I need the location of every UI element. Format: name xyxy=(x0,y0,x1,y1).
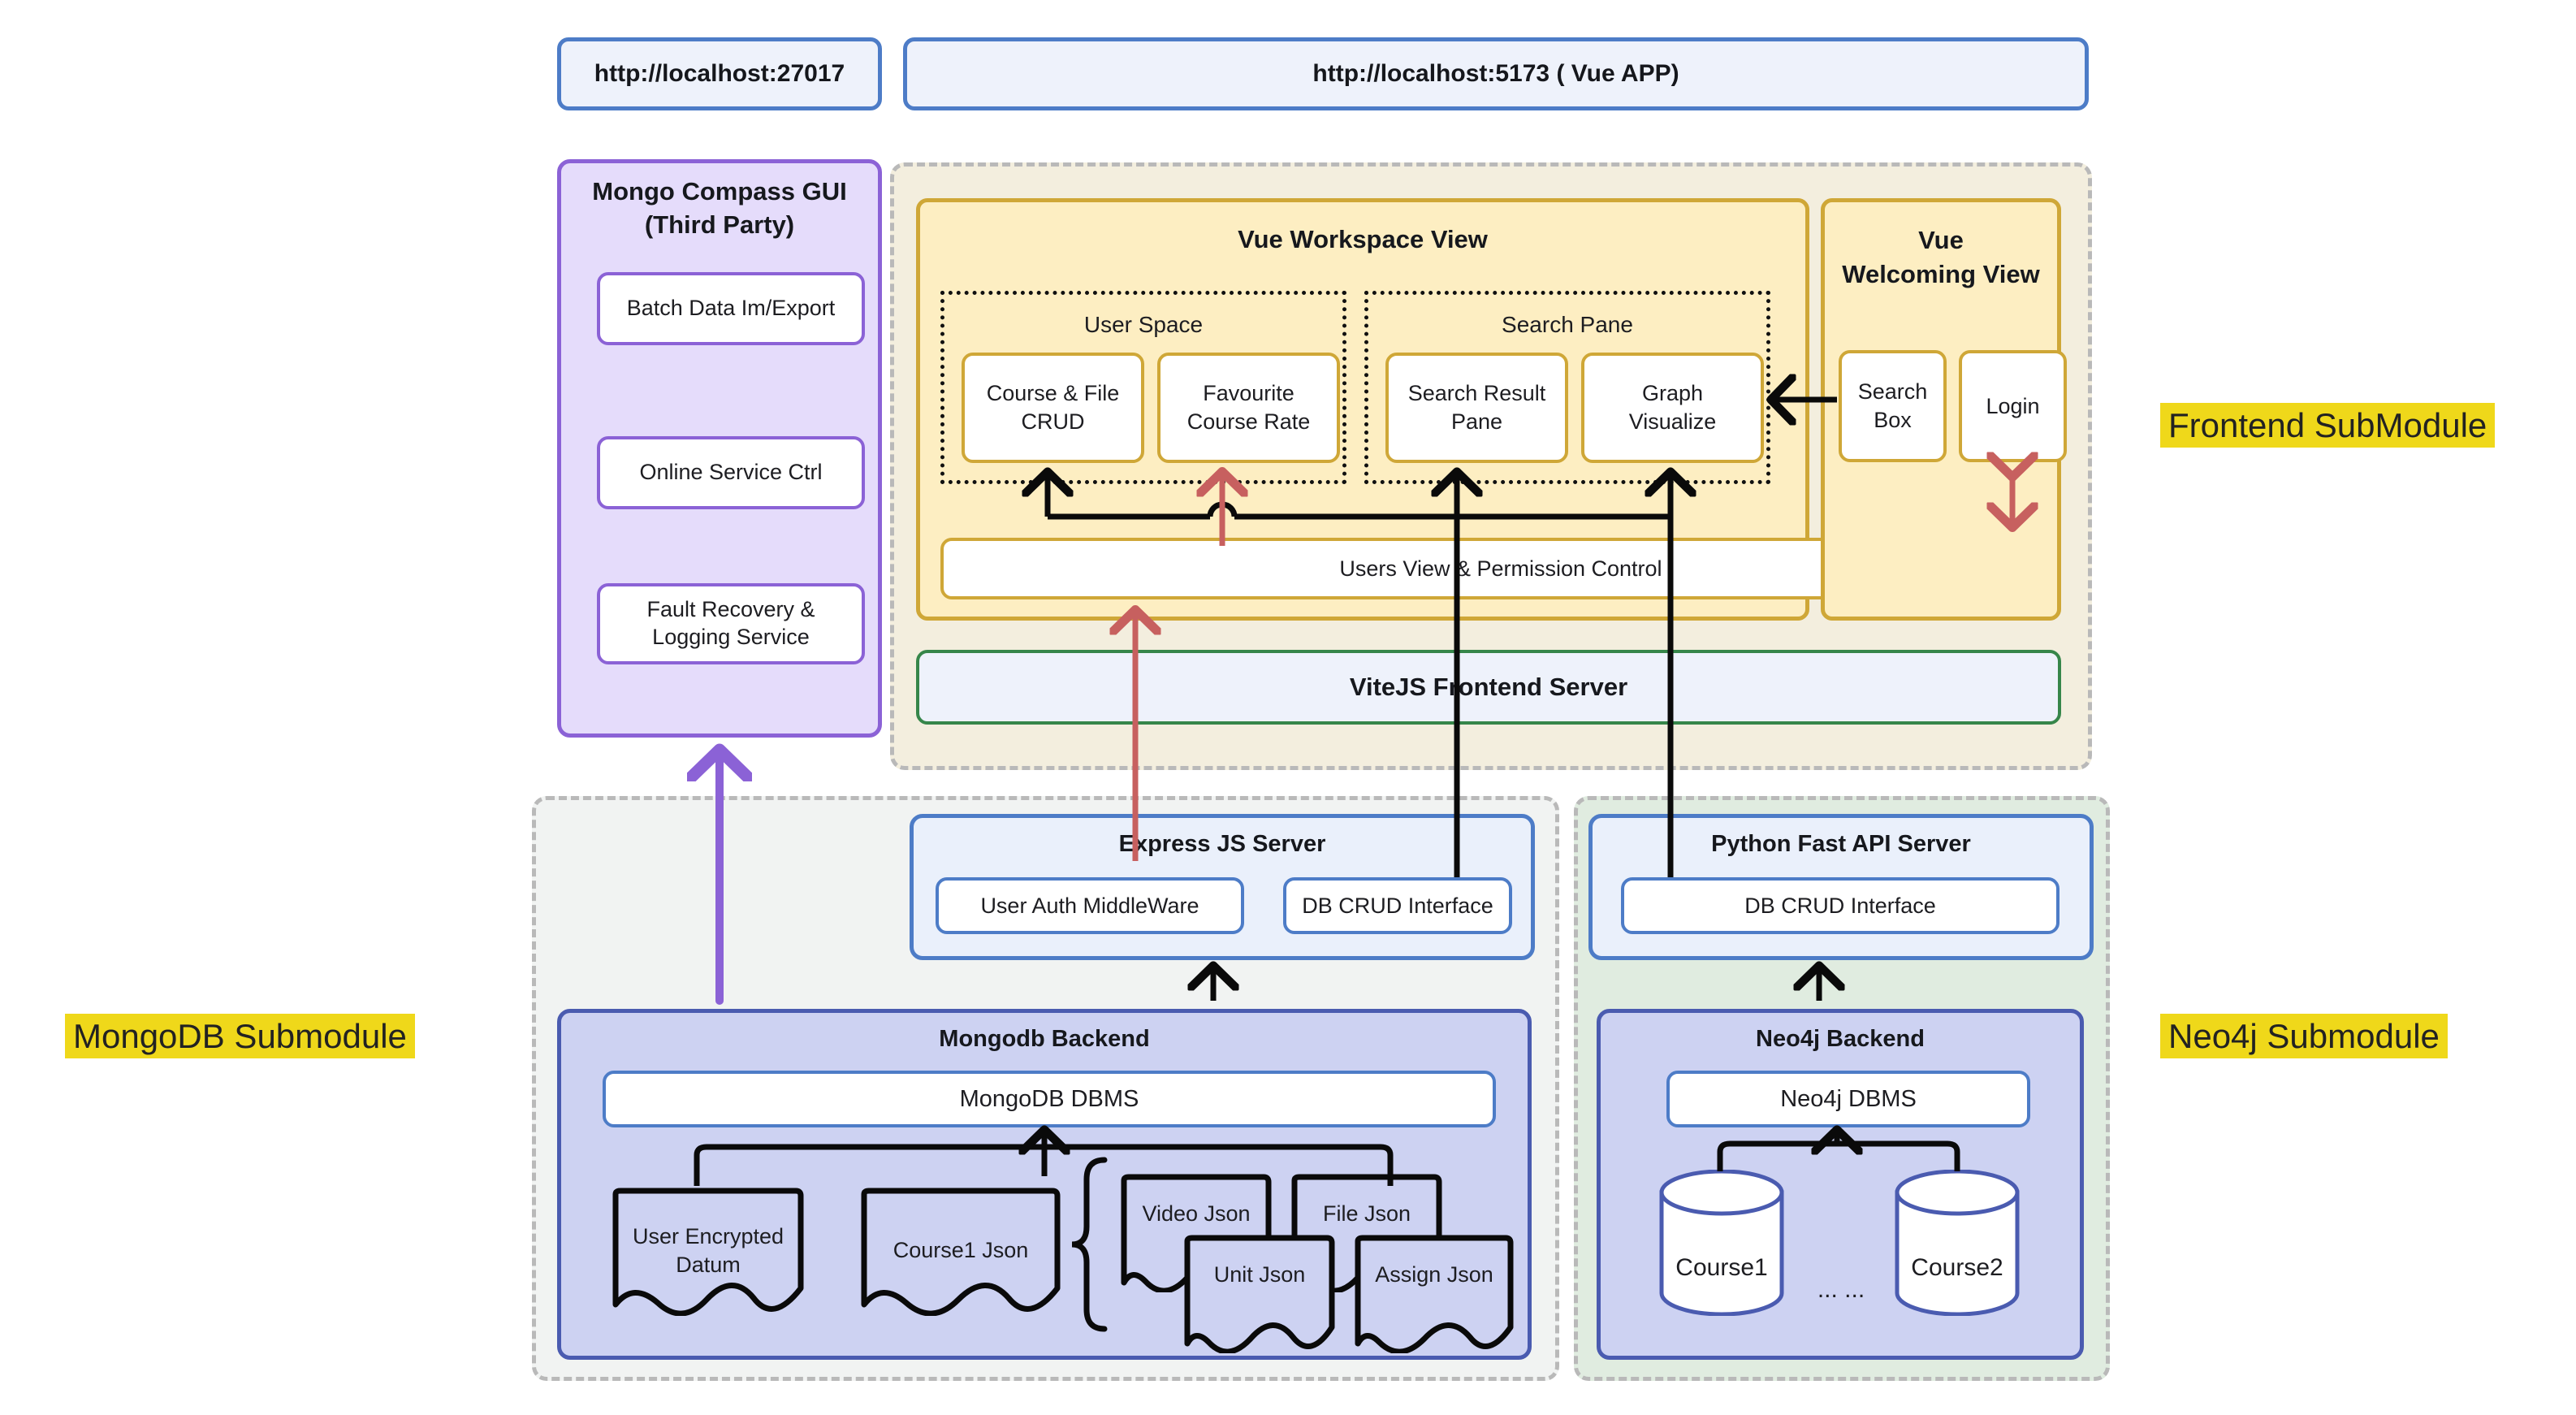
fastapi-card-db-crud-interface[interactable]: DB CRUD Interface xyxy=(1621,877,2060,934)
document-shape-icon xyxy=(1184,1235,1335,1353)
neo4j-backend-title-text: Neo4j Backend xyxy=(1756,1025,1925,1052)
workspace-title-text: Vue Workspace View xyxy=(1238,225,1488,253)
doc-label: Assign Json xyxy=(1375,1262,1493,1287)
doc-label: Video Json xyxy=(1142,1201,1251,1226)
cylinder-label: Course2 xyxy=(1911,1254,2003,1281)
compass-item-label: Online Service Ctrl xyxy=(639,460,823,485)
doc-label: File Json xyxy=(1322,1201,1411,1226)
fastapi-title-text: Python Fast API Server xyxy=(1711,830,1971,857)
card-search-box[interactable]: Search Box xyxy=(1839,350,1947,462)
vue-welcoming-view-title: Vue Welcoming View xyxy=(1821,221,2061,294)
compass-item-batch-data[interactable]: Batch Data Im/Export xyxy=(597,272,865,345)
card-label: Login xyxy=(1986,393,2040,418)
mongodb-backend-title-text: Mongodb Backend xyxy=(939,1025,1150,1052)
label-frontend-text: Frontend SubModule xyxy=(2160,403,2496,448)
doc-label: Course1 Json xyxy=(893,1238,1029,1263)
ellipsis-text: ... ... xyxy=(1817,1276,1865,1303)
vite-title-text: ViteJS Frontend Server xyxy=(1349,673,1628,701)
compass-item-label: Batch Data Im/Export xyxy=(626,296,836,321)
neo4j-dbms-label: Neo4j DBMS xyxy=(1780,1085,1917,1112)
search-pane-title-text: Search Pane xyxy=(1502,312,1633,337)
card-label: Search Result Pane xyxy=(1407,381,1546,434)
database-cylinder-icon xyxy=(1895,1170,2020,1316)
document-shape-icon xyxy=(612,1188,804,1316)
card-label: Search Box xyxy=(1857,379,1928,432)
card-login[interactable]: Login xyxy=(1959,350,2067,462)
card-label: Favourite Course Rate xyxy=(1186,381,1311,434)
vue-url-text: http://localhost:5173 ( Vue APP) xyxy=(1312,60,1679,87)
mongodb-dbms-label: MongoDB DBMS xyxy=(959,1085,1139,1112)
cylinder-course2: Course2 xyxy=(1894,1170,2021,1316)
user-space-title: User Space xyxy=(940,310,1346,340)
card-favourite-course-rate[interactable]: Favourite Course Rate xyxy=(1157,353,1340,463)
user-space-title-text: User Space xyxy=(1083,312,1204,337)
vue-workspace-view-title: Vue Workspace View xyxy=(916,223,1809,256)
permission-bar-label: Users View & Permission Control xyxy=(1339,556,1662,581)
compass-item-fault-recovery[interactable]: Fault Recovery & Logging Service xyxy=(597,583,865,664)
python-fastapi-server-title: Python Fast API Server xyxy=(1588,829,2094,859)
compass-title-line2: (Third Party) xyxy=(644,210,795,239)
doc-label: User Encrypted Datum xyxy=(632,1223,784,1277)
mongo-url-chip[interactable]: http://localhost:27017 xyxy=(557,37,882,110)
database-cylinder-icon xyxy=(1659,1170,1784,1316)
mongodb-backend-title: Mongodb Backend xyxy=(557,1023,1532,1054)
welcoming-title-line2: Welcoming View xyxy=(1842,260,2040,288)
cylinder-course1: Course1 xyxy=(1658,1170,1785,1316)
mongo-url-text: http://localhost:27017 xyxy=(594,60,845,87)
neo4j-backend-title: Neo4j Backend xyxy=(1597,1023,2084,1054)
compass-item-online-service[interactable]: Online Service Ctrl xyxy=(597,436,865,509)
express-title-text: Express JS Server xyxy=(1118,830,1326,857)
doc-course1-json: Course1 Json xyxy=(859,1186,1062,1316)
doc-assign-json: Assign Json xyxy=(1353,1233,1515,1353)
search-pane-title: Search Pane xyxy=(1364,310,1770,340)
card-graph-visualize[interactable]: Graph Visualize xyxy=(1581,353,1764,463)
card-label: Course & File CRUD xyxy=(986,381,1120,434)
doc-label: Unit Json xyxy=(1213,1262,1306,1287)
express-card-db-crud-interface[interactable]: DB CRUD Interface xyxy=(1283,877,1512,934)
doc-user-encrypted-datum: User Encrypted Datum xyxy=(611,1186,806,1316)
express-js-server-title: Express JS Server xyxy=(910,829,1535,859)
label-frontend-submodule: Frontend SubModule xyxy=(2160,403,2496,448)
user-space-group xyxy=(940,291,1346,484)
label-neo4j-text: Neo4j Submodule xyxy=(2160,1014,2448,1058)
express-card-user-auth-middleware[interactable]: User Auth MiddleWare xyxy=(936,877,1244,934)
label-mongodb-text: MongoDB Submodule xyxy=(65,1014,415,1058)
vue-url-chip[interactable]: http://localhost:5173 ( Vue APP) xyxy=(903,37,2089,110)
card-label: Graph Visualize xyxy=(1628,381,1717,434)
card-search-result-pane[interactable]: Search Result Pane xyxy=(1385,353,1568,463)
card-course-file-crud[interactable]: Course & File CRUD xyxy=(962,353,1144,463)
compass-item-label: Fault Recovery & Logging Service xyxy=(646,597,815,649)
welcoming-title-line1: Vue xyxy=(1918,226,1964,255)
neo4j-dbms-box: Neo4j DBMS xyxy=(1666,1071,2030,1127)
mongodb-dbms-box: MongoDB DBMS xyxy=(603,1071,1496,1127)
label-mongodb-submodule: MongoDB Submodule xyxy=(65,1014,415,1058)
label-neo4j-submodule: Neo4j Submodule xyxy=(2160,1014,2448,1058)
card-label: DB CRUD Interface xyxy=(1302,893,1493,918)
card-label: User Auth MiddleWare xyxy=(980,893,1199,918)
compass-title-line1: Mongo Compass GUI xyxy=(592,177,847,206)
document-shape-icon xyxy=(861,1188,1061,1316)
card-label: DB CRUD Interface xyxy=(1744,893,1936,918)
cylinder-label: Course1 xyxy=(1675,1254,1768,1281)
doc-unit-json: Unit Json xyxy=(1182,1233,1337,1353)
cylinder-ellipsis: ... ... xyxy=(1796,1275,1886,1305)
compass-title: Mongo Compass GUI (Third Party) xyxy=(557,175,882,243)
document-shape-icon xyxy=(1355,1235,1514,1353)
vitejs-frontend-server: ViteJS Frontend Server xyxy=(916,650,2061,725)
